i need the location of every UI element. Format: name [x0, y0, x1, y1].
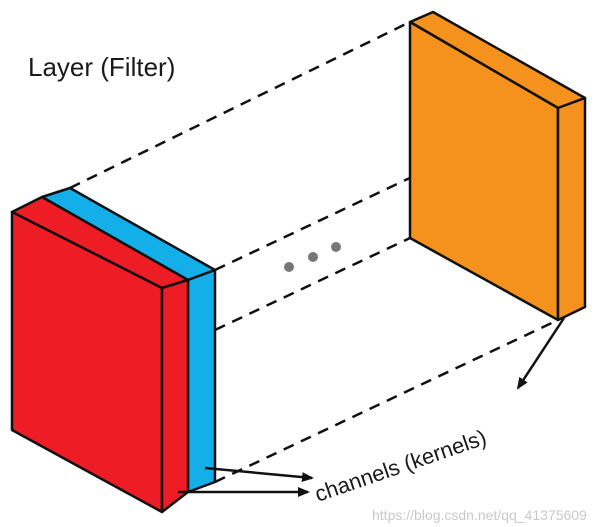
red-side-face: [160, 278, 190, 514]
channel-arrows: [178, 317, 566, 497]
red-channel-slab: [10, 195, 190, 514]
depth-dashed-lines: [69, 20, 559, 484]
dashed-line-upper-mid: [214, 106, 559, 272]
watermark-text: https://blog.csdn.net/qq_41375609: [372, 507, 587, 523]
dashed-line-lower-mid: [214, 236, 411, 332]
diagram-title: Layer (Filter): [28, 52, 175, 82]
dashed-line-top: [69, 20, 411, 190]
channels-label: channels (kernels): [311, 425, 489, 507]
orange-channel-slab: [408, 10, 587, 322]
arrow-icon: [204, 466, 314, 483]
arrow-icon: [516, 317, 566, 390]
blue-side-face: [186, 268, 217, 494]
orange-front-face: [408, 20, 560, 322]
ellipsis-icon: [284, 242, 341, 272]
dashed-line-bottom: [214, 318, 559, 484]
orange-side-face: [556, 96, 587, 322]
